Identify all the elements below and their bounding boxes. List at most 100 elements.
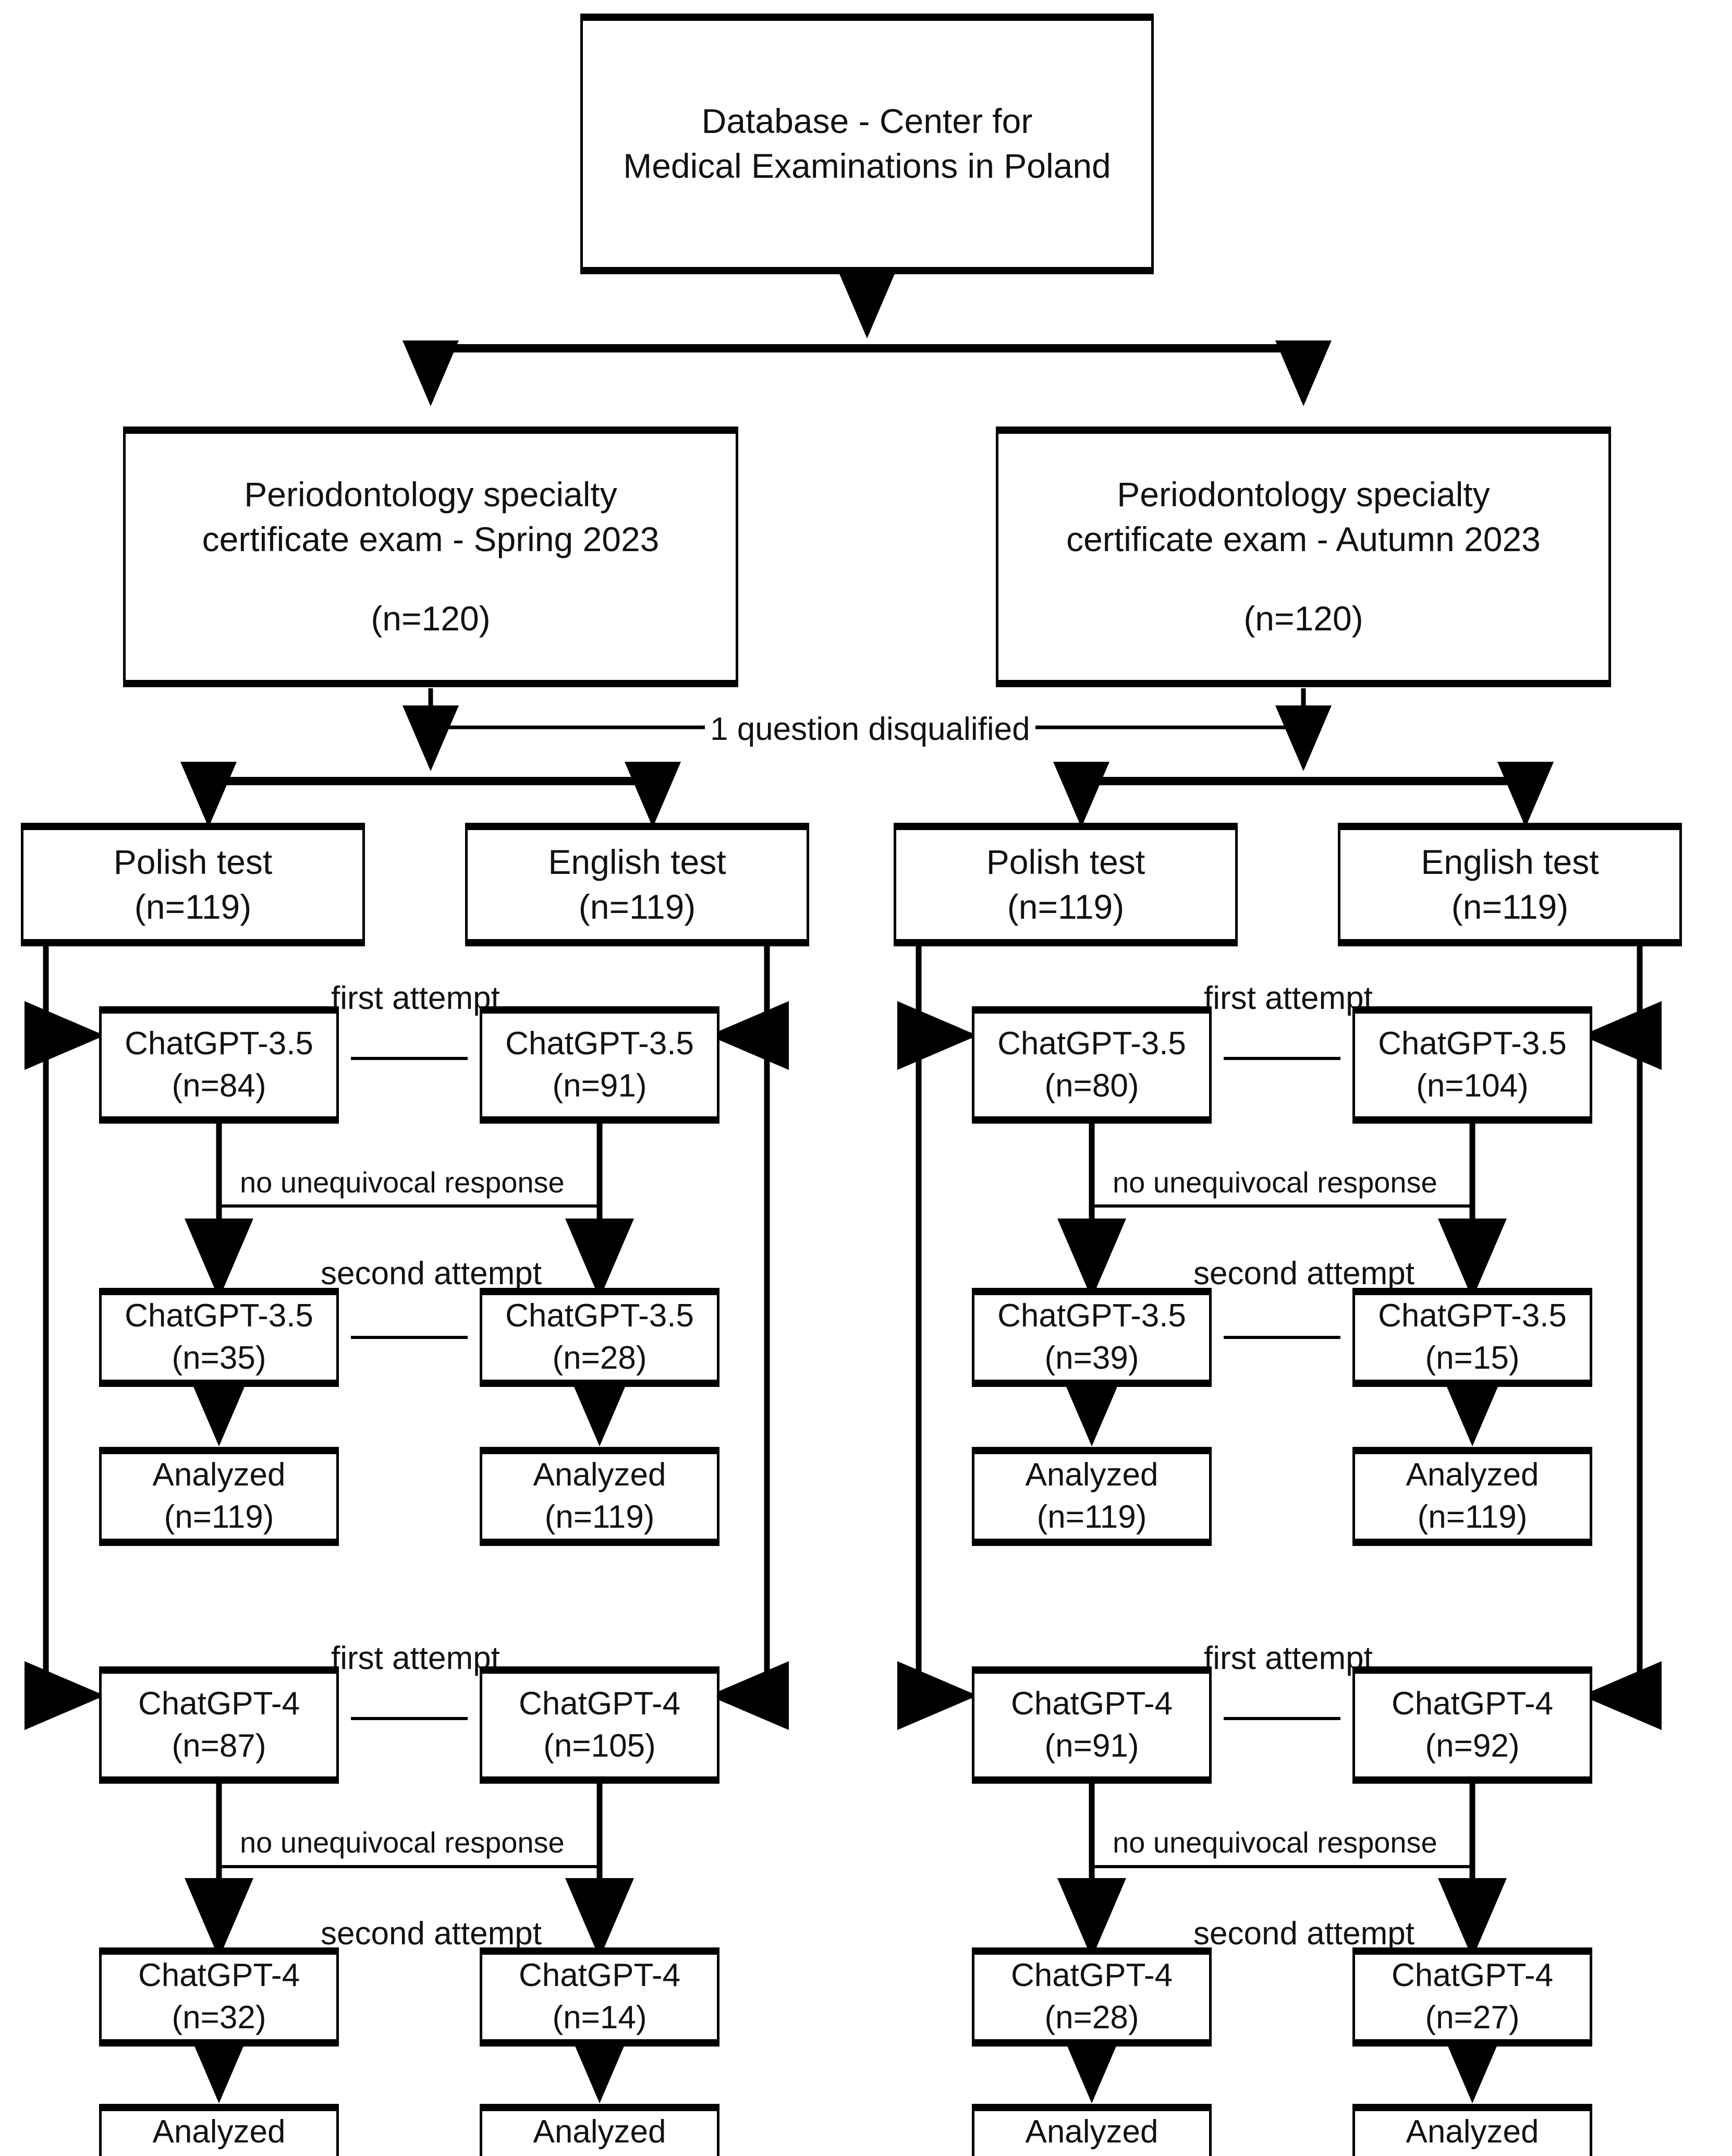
model-name: ChatGPT-3.5 (1378, 1025, 1567, 1062)
node-gpt35-first-autumn-english[interactable]: ChatGPT-3.5 (n=104) (1352, 1006, 1592, 1124)
test-label: Polish test (986, 842, 1145, 881)
label-no-response-gpt4-spring: no unequivocal response (235, 1828, 570, 1857)
node-analyzed-gpt4-spring-polish[interactable]: Analyzed (n=119) (99, 2104, 339, 2156)
model-name: ChatGPT-3.5 (505, 1025, 694, 1062)
model-name: ChatGPT-3.5 (997, 1025, 1186, 1062)
exam-autumn-line-2: certificate exam - Autumn 2023 (1066, 520, 1541, 559)
test-n: (n=119) (1007, 887, 1125, 926)
label-first-attempt-gpt4-autumn: first attempt (1199, 1642, 1378, 1675)
analyzed-n: (n=119) (1036, 1499, 1147, 1535)
model-name: ChatGPT-4 (518, 1957, 681, 1994)
model-name: ChatGPT-4 (138, 1957, 300, 1994)
label-first-attempt-gpt35-spring: first attempt (326, 982, 505, 1015)
analyzed-n: (n=119) (164, 1499, 274, 1535)
analyzed-label: Analyzed (152, 2114, 286, 2150)
node-gpt4-second-autumn-polish[interactable]: ChatGPT-4 (n=28) (972, 1947, 1212, 2047)
node-gpt35-first-autumn-polish[interactable]: ChatGPT-3.5 (n=80) (972, 1006, 1212, 1124)
model-n: (n=91) (552, 1067, 647, 1104)
model-n: (n=91) (1044, 1727, 1139, 1764)
label-question-disqualified: 1 question disqualified (705, 713, 1035, 746)
exam-spring-n: (n=120) (371, 599, 491, 638)
node-gpt35-second-autumn-polish[interactable]: ChatGPT-3.5 (n=39) (972, 1288, 1212, 1387)
node-gpt4-second-spring-polish[interactable]: ChatGPT-4 (n=32) (99, 1947, 339, 2047)
analyzed-n: (n=119) (1037, 2153, 1147, 2156)
node-gpt35-second-spring-polish[interactable]: ChatGPT-3.5 (n=35) (99, 1288, 339, 1387)
label-no-response-gpt4-autumn: no unequivocal response (1107, 1828, 1443, 1857)
node-gpt35-second-autumn-english[interactable]: ChatGPT-3.5 (n=15) (1352, 1288, 1592, 1387)
label-second-attempt-gpt35-spring: second attempt (315, 1258, 547, 1290)
model-n: (n=92) (1425, 1727, 1520, 1764)
label-second-attempt-gpt4-autumn: second attempt (1188, 1918, 1420, 1950)
node-gpt4-second-autumn-english[interactable]: ChatGPT-4 (n=27) (1352, 1947, 1592, 2047)
label-first-attempt-gpt4-spring: first attempt (326, 1642, 505, 1675)
node-gpt35-first-spring-polish[interactable]: ChatGPT-3.5 (n=84) (99, 1006, 339, 1124)
node-analyzed-gpt4-autumn-polish[interactable]: Analyzed (n=119) (972, 2104, 1212, 2156)
label-first-attempt-gpt35-autumn: first attempt (1199, 982, 1378, 1015)
analyzed-label: Analyzed (1406, 1457, 1539, 1493)
node-analyzed-gpt35-autumn-polish[interactable]: Analyzed (n=119) (972, 1447, 1212, 1546)
label-no-response-gpt35-autumn: no unequivocal response (1107, 1168, 1443, 1197)
node-analyzed-gpt4-autumn-english[interactable]: Analyzed (n=119) (1352, 2104, 1592, 2156)
analyzed-n: (n=119) (545, 2153, 655, 2156)
node-gpt4-first-spring-english[interactable]: ChatGPT-4 (n=105) (480, 1666, 719, 1784)
model-name: ChatGPT-3.5 (1378, 1298, 1567, 1334)
test-n: (n=119) (134, 887, 252, 926)
node-analyzed-gpt35-spring-polish[interactable]: Analyzed (n=119) (99, 1447, 339, 1546)
node-exam-spring[interactable]: Periodontology specialty certificate exa… (123, 427, 738, 687)
node-gpt4-second-spring-english[interactable]: ChatGPT-4 (n=14) (480, 1947, 719, 2047)
node-test-spring-english[interactable]: English test (n=119) (465, 823, 809, 946)
root-line-2: Medical Examinations in Poland (623, 147, 1111, 185)
node-test-spring-polish[interactable]: Polish test (n=119) (21, 823, 365, 946)
node-analyzed-gpt4-spring-english[interactable]: Analyzed (n=119) (480, 2104, 719, 2156)
model-name: ChatGPT-4 (1391, 1685, 1554, 1722)
node-analyzed-gpt35-autumn-english[interactable]: Analyzed (n=119) (1352, 1447, 1592, 1546)
analyzed-label: Analyzed (533, 1457, 666, 1493)
test-n: (n=119) (1451, 887, 1569, 926)
label-second-attempt-gpt35-autumn: second attempt (1188, 1258, 1420, 1290)
test-label: English test (1421, 842, 1599, 881)
model-name: ChatGPT-3.5 (997, 1298, 1186, 1334)
model-n: (n=14) (552, 2000, 647, 2036)
model-n: (n=28) (552, 1340, 647, 1376)
exam-autumn-line-1: Periodontology specialty (1117, 475, 1490, 514)
analyzed-label: Analyzed (1025, 1457, 1158, 1493)
node-gpt35-second-spring-english[interactable]: ChatGPT-3.5 (n=28) (480, 1288, 719, 1387)
label-second-attempt-gpt4-spring: second attempt (315, 1918, 547, 1950)
model-name: ChatGPT-4 (518, 1685, 681, 1722)
model-name: ChatGPT-3.5 (125, 1025, 313, 1062)
model-n: (n=35) (172, 1340, 266, 1376)
node-exam-autumn[interactable]: Periodontology specialty certificate exa… (996, 427, 1611, 687)
exam-autumn-n: (n=120) (1243, 599, 1363, 638)
analyzed-label: Analyzed (533, 2114, 666, 2150)
analyzed-n: (n=119) (1417, 1499, 1528, 1535)
model-n: (n=39) (1044, 1340, 1139, 1376)
model-n: (n=32) (172, 2000, 266, 2036)
node-test-autumn-english[interactable]: English test (n=119) (1338, 823, 1682, 946)
model-name: ChatGPT-4 (138, 1685, 300, 1722)
model-n: (n=104) (1416, 1067, 1529, 1104)
node-gpt4-first-spring-polish[interactable]: ChatGPT-4 (n=87) (99, 1666, 339, 1784)
model-name: ChatGPT-3.5 (125, 1298, 313, 1334)
test-label: English test (548, 842, 726, 881)
analyzed-label: Analyzed (1406, 2114, 1539, 2150)
exam-spring-line-2: certificate exam - Spring 2023 (202, 520, 660, 559)
model-name: ChatGPT-4 (1010, 1685, 1173, 1722)
exam-spring-line-1: Periodontology specialty (244, 475, 617, 514)
node-database-root[interactable]: Database - Center for Medical Examinatio… (580, 14, 1154, 274)
model-n: (n=15) (1425, 1340, 1520, 1376)
model-n: (n=87) (172, 1727, 266, 1764)
root-line-1: Database - Center for (701, 102, 1033, 141)
node-analyzed-gpt35-spring-english[interactable]: Analyzed (n=119) (480, 1447, 719, 1546)
model-n: (n=28) (1044, 2000, 1139, 2036)
node-gpt4-first-autumn-polish[interactable]: ChatGPT-4 (n=91) (972, 1666, 1212, 1784)
node-test-autumn-polish[interactable]: Polish test (n=119) (894, 823, 1238, 946)
model-name: ChatGPT-4 (1391, 1957, 1554, 1994)
node-gpt35-first-spring-english[interactable]: ChatGPT-3.5 (n=91) (480, 1006, 719, 1124)
label-no-response-gpt35-spring: no unequivocal response (235, 1168, 570, 1197)
analyzed-n: (n=119) (164, 2153, 274, 2156)
node-gpt4-first-autumn-english[interactable]: ChatGPT-4 (n=92) (1352, 1666, 1592, 1784)
test-label: Polish test (113, 842, 273, 881)
analyzed-label: Analyzed (152, 1457, 286, 1493)
